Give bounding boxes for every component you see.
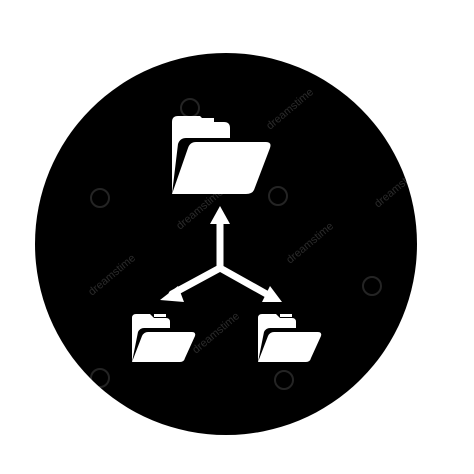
child-folder-right-icon — [258, 314, 322, 362]
arrow-right-line — [216, 264, 274, 300]
watermark-logos — [90, 98, 382, 390]
arrow-left-line — [168, 264, 224, 298]
watermark-logo-icon — [362, 276, 382, 296]
branch-arrows — [168, 218, 274, 300]
watermark-logo-icon — [90, 188, 110, 208]
watermark-logo-icon — [180, 98, 200, 118]
parent-folder-icon — [172, 116, 271, 194]
watermark-logo-icon — [268, 186, 288, 206]
child-folder-left-icon — [132, 314, 196, 362]
arrow-heads — [160, 206, 282, 302]
watermark-logo-icon — [274, 370, 294, 390]
arrow-right-head — [262, 286, 282, 302]
watermark-logo-icon — [90, 368, 110, 388]
arrow-left-head — [160, 286, 184, 302]
arrow-up-head — [210, 206, 230, 224]
background-circle — [35, 53, 417, 435]
